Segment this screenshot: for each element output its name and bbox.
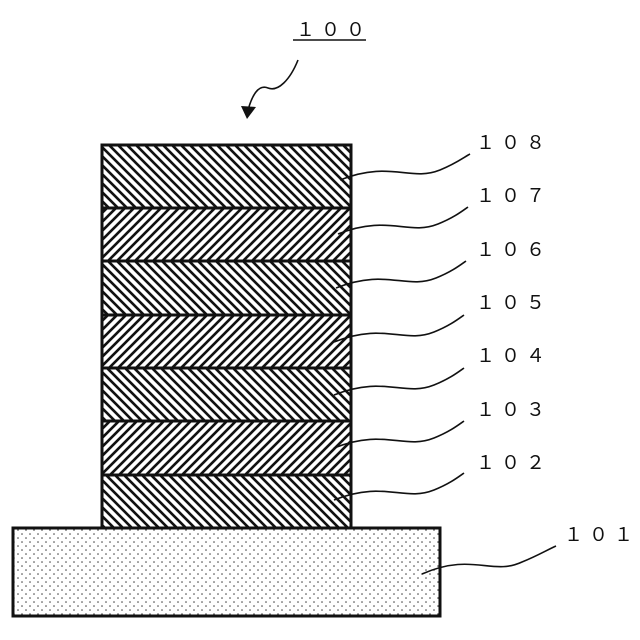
- leader-105: [334, 315, 464, 342]
- main-arrow-leader: [248, 60, 298, 110]
- main-label: １００: [296, 19, 371, 41]
- label-101: １０１: [564, 524, 639, 546]
- layer-108: [102, 145, 351, 208]
- layer-102: [102, 475, 351, 528]
- leader-101: [422, 546, 556, 574]
- label-104: １０４: [476, 345, 551, 367]
- main-arrow-head: [241, 106, 256, 119]
- layer-107: [102, 208, 351, 261]
- label-102: １０２: [476, 452, 551, 474]
- leader-102: [334, 473, 464, 500]
- label-107: １０７: [476, 185, 551, 207]
- layer-103: [102, 421, 351, 475]
- layer-106: [102, 261, 351, 315]
- label-106: １０６: [476, 239, 551, 261]
- leader-104: [334, 368, 464, 395]
- leader-106: [336, 261, 466, 288]
- substrate-101: [13, 528, 440, 616]
- reference-labels: １０８ １０７ １０６ １０５ １０４ １０３ １０２ １０１: [476, 132, 639, 546]
- leader-103: [334, 421, 464, 448]
- label-103: １０３: [476, 399, 551, 421]
- label-108: １０８: [476, 132, 551, 154]
- leader-107: [338, 207, 468, 234]
- layer-stack: [102, 145, 351, 528]
- layer-104: [102, 368, 351, 421]
- layer-105: [102, 315, 351, 368]
- label-105: １０５: [476, 292, 551, 314]
- leader-108: [340, 154, 470, 180]
